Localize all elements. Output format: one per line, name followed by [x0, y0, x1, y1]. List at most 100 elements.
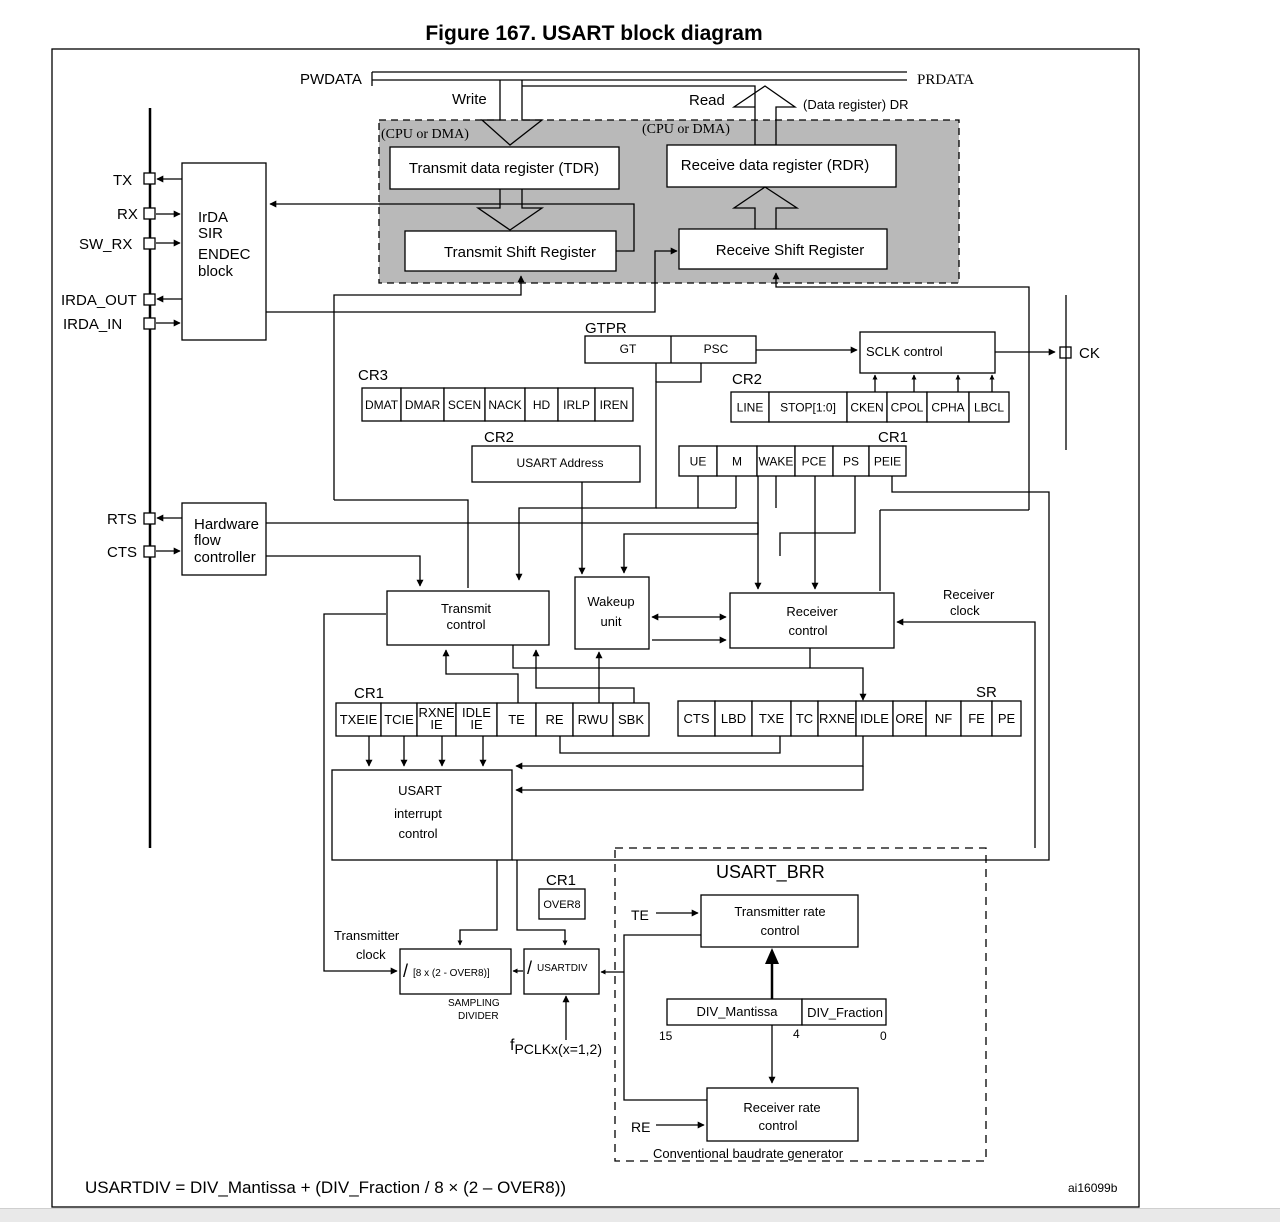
cr1-mid-bit-5: RE	[545, 712, 563, 727]
interrupt-control-box	[331, 769, 513, 861]
interrupt-l2: interrupt	[394, 806, 442, 821]
cpu-dma-left: (CPU or DMA)	[381, 127, 469, 142]
gtpr-psc: PSC	[704, 342, 729, 356]
write-label: Write	[452, 91, 487, 108]
irda-line4: block	[198, 263, 234, 280]
pin-rts	[143, 512, 156, 525]
irda-line3: ENDEC	[198, 246, 251, 263]
usart-address-label: USART Address	[517, 456, 604, 470]
cr3-bit-6-cell	[594, 387, 634, 422]
tdr-box	[389, 146, 620, 190]
sampling-l2: DIVIDER	[458, 1011, 499, 1022]
cr1-mid-bit-6: RWU	[578, 712, 609, 727]
irda-block	[181, 162, 267, 341]
cr1-mid-bit-1: TCIE	[384, 712, 414, 727]
gtpr-label: GTPR	[585, 320, 627, 337]
sampling-l1: SAMPLING	[448, 998, 500, 1009]
interrupt-l1: USART	[398, 783, 442, 798]
transmit-control-l1: Transmit	[441, 601, 491, 616]
usartdiv-box	[523, 948, 600, 995]
brr-te-label: TE	[631, 907, 649, 923]
tsr-label: Transmit Shift Register	[444, 244, 596, 261]
pin-cts-label: CTS	[107, 544, 137, 561]
cr2-bit-0-cell	[730, 391, 770, 423]
bit15-label: 15	[659, 1029, 673, 1043]
cr1-mid-bit-0-cell	[335, 702, 382, 737]
rx-rate-control-box	[706, 1087, 859, 1142]
gtpr-gt: GT	[620, 342, 637, 356]
pin-irdaout	[143, 293, 156, 306]
irda-line2: SIR	[198, 225, 223, 242]
pwdata-label: PWDATA	[300, 71, 362, 88]
wakeup-unit-l1: Wakeup	[587, 594, 634, 609]
rsr-label: Receive Shift Register	[716, 242, 864, 259]
sr-bit-1: LBD	[721, 711, 746, 726]
tdr-to-tsr-arrow	[475, 189, 545, 231]
receiver-clock-l2: clock	[950, 603, 980, 618]
write-arrow	[480, 80, 544, 146]
pin-swrx-label: SW_RX	[79, 236, 132, 253]
cr1-mid-bit-7-cell	[612, 702, 650, 737]
sr-bit-8: FE	[968, 711, 985, 726]
usartdiv-text: USARTDIV	[537, 963, 588, 974]
cr3-bit-4-cell	[524, 387, 559, 422]
rsr-box	[678, 228, 888, 270]
cr3-bit-2: SCEN	[448, 398, 481, 412]
cr1-top-bit-5-cell	[868, 445, 907, 477]
rdr-box	[666, 144, 897, 188]
fpclk-sub: PCLKx(x=1,2)	[514, 1041, 602, 1057]
sr-bit-2: TXE	[759, 711, 785, 726]
pin-tx	[143, 172, 156, 185]
tdr-label: Transmit data register (TDR)	[409, 160, 599, 177]
tx-rate-l1: Transmitter rate	[734, 904, 825, 919]
cr2-bit-3: CPOL	[891, 400, 924, 414]
cpu-dma-right: (CPU or DMA)	[642, 122, 730, 137]
cr2-bit-5: LBCL	[974, 400, 1004, 414]
sr-bit-2-cell	[751, 700, 792, 737]
brr-region	[614, 847, 987, 1162]
cr1-top-bit-3: PCE	[802, 454, 827, 468]
sr-bit-1-cell	[714, 700, 753, 737]
data-register-label: (Data register) DR	[803, 97, 908, 112]
cr2-bit-4: CPHA	[931, 400, 964, 414]
data-bus: PWDATA PRDATA	[300, 71, 974, 88]
cr1-top-bit-1: M	[732, 454, 742, 468]
hwflow-line3: controller	[194, 549, 256, 566]
sr-bit-4-cell	[817, 700, 857, 737]
sclk-control-label: SCLK control	[866, 344, 943, 359]
over8-box	[538, 888, 586, 920]
bit4-label: 4	[793, 1027, 800, 1041]
over8-bit: OVER8	[543, 899, 580, 911]
cr3-bit-5: IRLP	[563, 398, 590, 412]
sampling-slash: /	[403, 961, 408, 981]
cr2-bit-5-cell	[968, 391, 1010, 423]
cr1-over8-label: CR1	[546, 872, 576, 889]
usart-address-box	[471, 445, 641, 483]
sr-bit-9: PE	[998, 711, 1016, 726]
cr1-top-bit-5: PEIE	[874, 454, 901, 468]
pin-tx-label: TX	[113, 172, 132, 189]
cr1-mid-bit-5-cell	[535, 702, 574, 737]
div-fraction-box	[801, 998, 887, 1026]
bit0-label: 0	[880, 1029, 887, 1043]
sr-bit-5: IDLE	[860, 711, 889, 726]
sr-bit-9-cell	[991, 700, 1022, 737]
prdata-label: PRDATA	[917, 72, 974, 88]
pin-irdaout-label: IRDA_OUT	[61, 292, 137, 309]
cr1-top-label: CR1	[878, 429, 908, 446]
cr2-bit-1-cell	[768, 391, 848, 423]
cr3-bit-1-cell	[400, 387, 445, 422]
wakeup-unit-l2: unit	[601, 614, 622, 629]
fpclk-f: f	[510, 1037, 515, 1054]
sampling-divider-text: [8 x (2 - OVER8)]	[413, 968, 490, 979]
figure-title: Figure 167. USART block diagram	[425, 22, 762, 45]
hwflow-line2: flow	[194, 532, 221, 549]
brr-label: USART_BRR	[716, 862, 825, 883]
cr3-bit-4: HD	[533, 398, 551, 412]
